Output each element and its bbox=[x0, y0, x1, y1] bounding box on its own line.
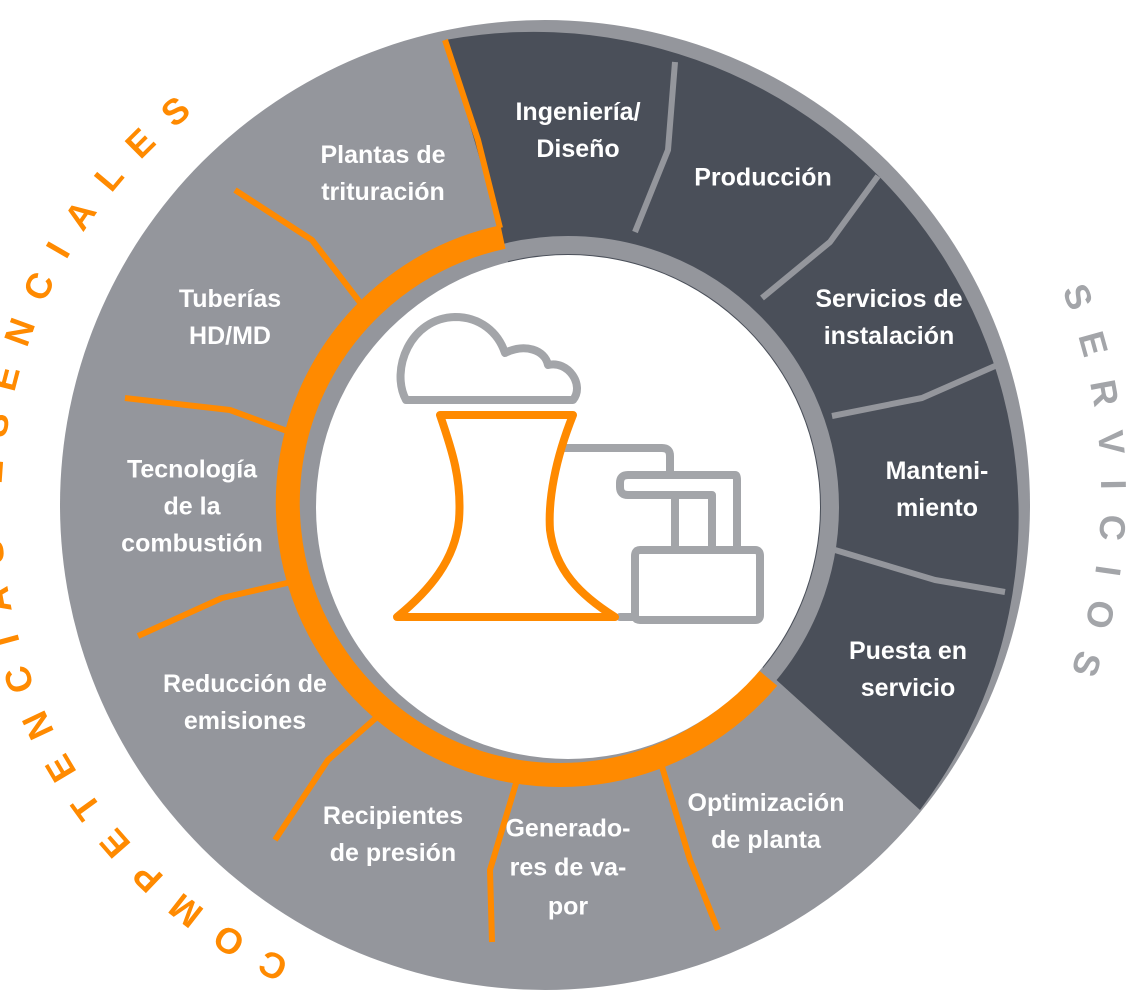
divider-line bbox=[831, 363, 997, 419]
divider-line bbox=[632, 61, 678, 234]
pipes-and-tank-icon bbox=[558, 444, 764, 624]
divider-line bbox=[233, 187, 365, 307]
cloud-icon bbox=[396, 313, 581, 404]
divider-line bbox=[487, 769, 523, 943]
servicio-ingenieria-diseno: Ingeniería/Diseño bbox=[515, 98, 641, 163]
servicios-dividers bbox=[632, 61, 1006, 595]
competencias-inner-ring bbox=[275, 225, 778, 787]
divider-line bbox=[272, 707, 387, 842]
divider-line bbox=[442, 39, 503, 229]
servicio-mantenimiento: Manteni-miento bbox=[885, 457, 989, 522]
competencia-generadores-vapor: Generado-res de va-por bbox=[505, 814, 631, 921]
power-plant-icon bbox=[393, 313, 764, 624]
servicio-produccion: Producción bbox=[694, 163, 832, 192]
divider-line bbox=[657, 759, 721, 932]
center-disc bbox=[316, 255, 820, 759]
cooling-tower-icon bbox=[393, 411, 619, 621]
servicios-arc-title: SERVICIOS bbox=[1055, 278, 1134, 682]
divider-line bbox=[834, 547, 1006, 595]
divider-line bbox=[136, 577, 301, 639]
divider-line bbox=[124, 395, 300, 438]
competencias-dividers bbox=[124, 39, 721, 943]
divider-line bbox=[760, 174, 881, 301]
